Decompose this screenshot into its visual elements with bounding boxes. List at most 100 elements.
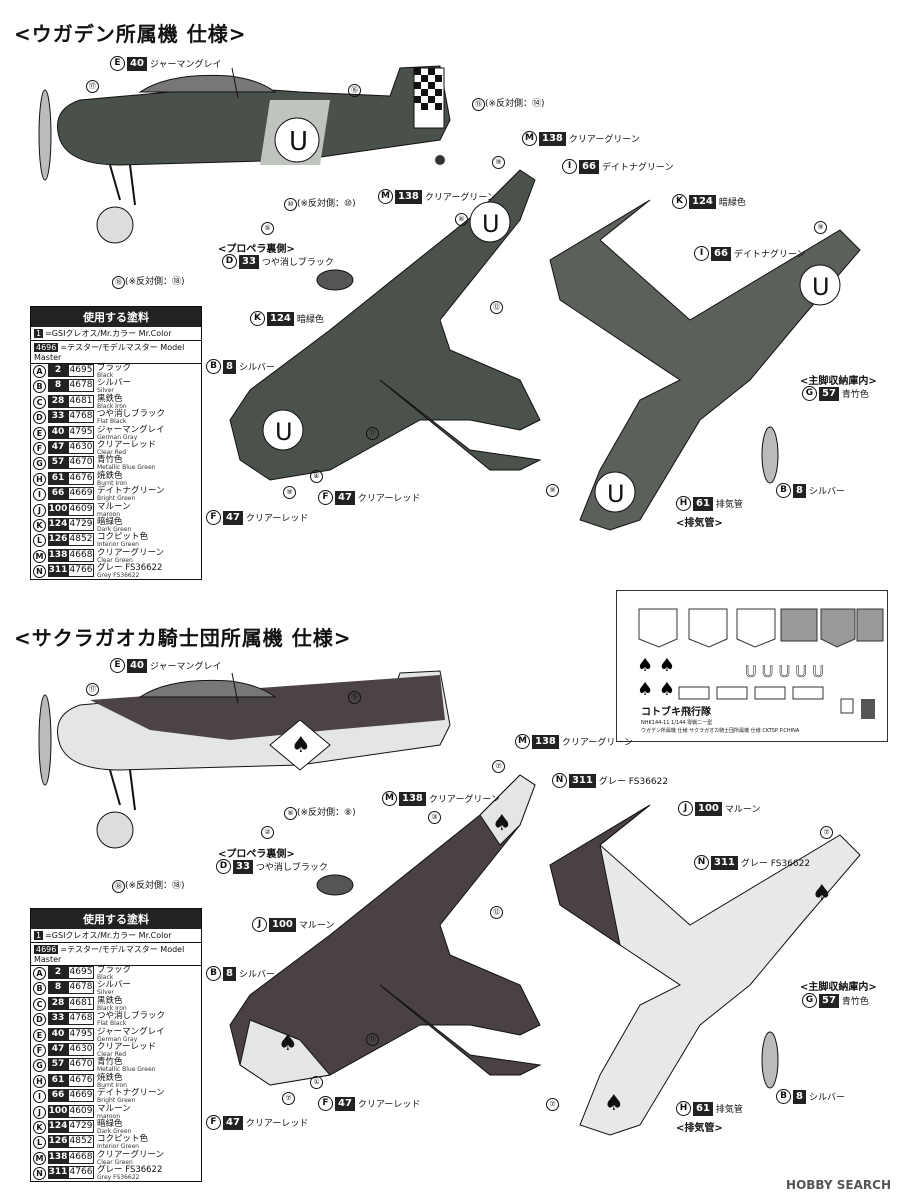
legend-letter: G [33, 1059, 46, 1073]
callout-letter: B [776, 483, 791, 498]
callout-paint-name: デイトナグリーン [601, 163, 674, 173]
decal-mark: ⑱(※反対側：⑱) [112, 274, 185, 289]
decal-mark: ⑦ [546, 1098, 559, 1111]
svg-text:U U U U U: U U U U U [745, 662, 824, 681]
legend-mrcolor-number: 126 [48, 1135, 68, 1149]
decal-mark: ⑧(※反対側：⑧) [284, 805, 356, 820]
legend-paint-name-en: Silver [97, 387, 114, 395]
legend-letter: L [33, 534, 46, 548]
callout-paint-number: 138 [532, 734, 559, 749]
aircraft-illustrations: U U U U U [38, 65, 861, 531]
legend-modelmaster-number: 4695 [68, 364, 94, 377]
legend-mrcolor-number: 100 [48, 502, 68, 516]
legend-key-modelmaster: 4696=テスター/モデルマスター Model Master [31, 943, 201, 966]
callout-paint-number: 8 [793, 1089, 806, 1104]
decal-mark: ⑤ [261, 222, 274, 235]
legend-letter: B [33, 982, 46, 996]
legend-mrcolor-number: 33 [48, 1012, 68, 1026]
callout-paint-name: 排気管 [715, 1105, 743, 1115]
decal-number: ⑥ [455, 213, 468, 226]
decal-number: ① [310, 1076, 323, 1089]
hobby-search-watermark: HOBBY SEARCH [786, 1178, 891, 1192]
legend-paint-name-en: maroon [97, 1112, 121, 1120]
legend-paint-name-en: Dark Green [97, 1127, 132, 1135]
decal-note: (※反対側：⑩) [297, 199, 356, 209]
decal-number: ⑱ [112, 276, 125, 289]
decal-sheet-logo: コトブキ飛行隊 [641, 707, 711, 718]
legend-paint-name-jp: 青竹色 [97, 1057, 123, 1068]
decal-mark: ⑫ [490, 906, 503, 919]
decal-mark: ⑨ [492, 156, 505, 169]
decal-mark: ② [261, 826, 274, 839]
callout-paint-name: 暗緑色 [296, 315, 324, 325]
decal-number: ⑯ [348, 84, 361, 97]
decal-mark: ⑫ [490, 301, 503, 314]
legend-paint-name-en: Black [97, 974, 114, 981]
decal-mark: ⑦ [820, 826, 833, 839]
callout-letter: D [216, 859, 231, 874]
legend-paint-name-jp: 焼鉄色 [97, 1072, 123, 1083]
legend-letter: A [33, 365, 46, 378]
legend-mrcolor-number: 28 [48, 996, 68, 1010]
legend-key-mrcolor: 1=GSIクレオス/Mr.カラー Mr.Color [31, 929, 201, 943]
decal-mark: ⑦ [282, 1092, 295, 1105]
svg-text:♠ ♠: ♠ ♠ [637, 655, 675, 676]
callout-paint-number: 47 [223, 510, 243, 525]
callout-paint-number: 8 [223, 359, 236, 374]
legend-letter: C [33, 997, 46, 1011]
legend-letter: K [33, 1120, 46, 1134]
legend-paint-name-en: Silver [97, 989, 114, 997]
legend-modelmaster-number: 4609 [68, 1104, 94, 1118]
legend-paint-name-jp: デイトナグリーン [97, 1088, 165, 1099]
section-note: <プロペラ裏側> [218, 849, 295, 860]
legend-paint-name-en: Flat Black [97, 418, 127, 426]
decal-number: ⑤ [261, 222, 274, 235]
legend-mrcolor-number: 8 [48, 981, 68, 995]
legend-letter: E [33, 426, 46, 440]
decal-number: ⑦ [282, 1092, 295, 1105]
callout-paint-number: 311 [711, 855, 738, 870]
bottom-view-aircraft: U U [549, 199, 861, 531]
section-note: <主脚収納庫内> [800, 376, 877, 387]
decal-sheet-art: ♠ ♠ ♠ ♠ U U U U U [637, 608, 884, 719]
callout-paint-number: 311 [569, 773, 596, 788]
decal-number: ⑪ [366, 1033, 379, 1046]
decal-number: ⑨ [546, 484, 559, 497]
legend-paint-name-jp: つや消しブラック [97, 409, 166, 420]
callout-letter: M [378, 189, 393, 204]
decal-number: ⑦ [546, 1098, 559, 1111]
legend-mrcolor-number: 124 [48, 1119, 68, 1133]
legend-paint-name-jp: コクピット色 [97, 1134, 149, 1145]
legend-mrcolor-number: 124 [48, 517, 68, 531]
legend-paint-name-jp: グレー FS36622 [97, 563, 163, 574]
legend-letter: M [33, 1151, 46, 1165]
decal-mark: ⑪ [366, 1033, 379, 1046]
callout-paint-name: つや消しブラック [255, 863, 328, 873]
decal-number: ④ [310, 470, 323, 483]
callout-letter: I [562, 159, 577, 174]
svg-text:U: U [289, 127, 308, 157]
decal-number: ⑨ [814, 221, 827, 234]
legend-paint-name-en: Burnt Iron [97, 1081, 127, 1089]
callout-letter: E [110, 56, 125, 71]
